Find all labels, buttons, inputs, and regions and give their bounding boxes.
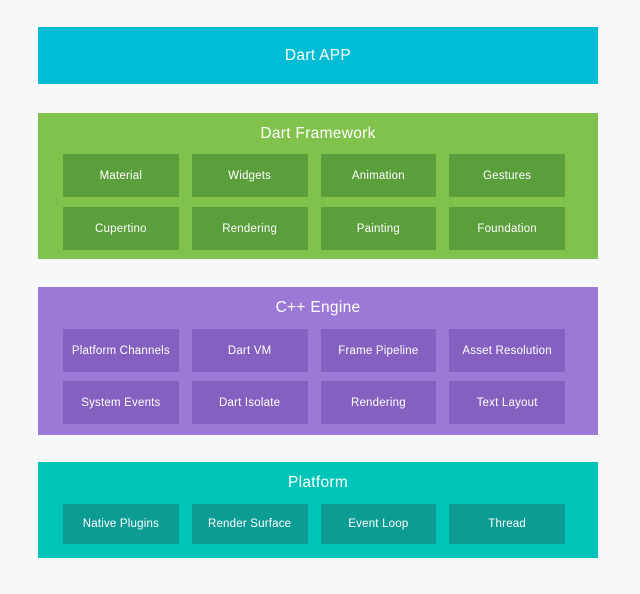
box-material: Material [63,154,179,197]
box-thread: Thread [449,504,565,544]
framework-boxes: Material Widgets Animation Gestures Cupe… [38,154,598,250]
box-event-loop: Event Loop [320,504,437,544]
layer-title-cpp-engine: C++ Engine [275,299,361,316]
box-dart-vm: Dart VM [191,329,308,372]
box-widgets: Widgets [191,154,308,197]
box-animation: Animation [320,154,437,197]
box-platform-channels: Platform Channels [63,329,179,372]
box-asset-resolution: Asset Resolution [449,329,565,372]
layer-platform: Platform Native Plugins Render Surface E… [38,462,598,558]
box-painting: Painting [320,207,437,250]
layer-dart-app: Dart APP [38,27,598,84]
box-render-surface: Render Surface [191,504,308,544]
layer-cpp-engine: C++ Engine Platform Channels Dart VM Fra… [38,287,598,435]
box-cupertino: Cupertino [63,207,179,250]
box-native-plugins: Native Plugins [63,504,179,544]
box-rendering-framework: Rendering [191,207,308,250]
box-foundation: Foundation [449,207,565,250]
engine-boxes: Platform Channels Dart VM Frame Pipeline… [38,329,598,424]
box-frame-pipeline: Frame Pipeline [320,329,437,372]
layer-title-dart-app: Dart APP [284,46,352,64]
layer-dart-framework: Dart Framework Material Widgets Animatio… [38,113,598,259]
box-system-events: System Events [63,381,179,424]
platform-boxes: Native Plugins Render Surface Event Loop… [38,504,598,544]
box-dart-isolate: Dart Isolate [191,381,308,424]
box-text-layout: Text Layout [449,381,565,424]
layer-title-platform: Platform [287,474,349,491]
box-gestures: Gestures [449,154,565,197]
box-rendering-engine: Rendering [320,381,437,424]
layer-title-dart-framework: Dart Framework [260,124,376,142]
